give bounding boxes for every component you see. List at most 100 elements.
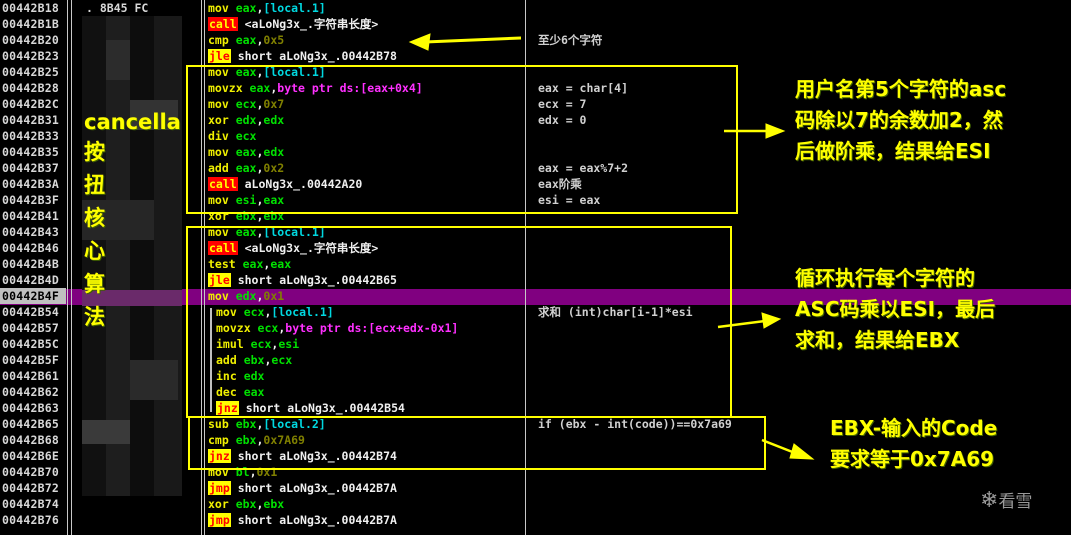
instruction-row[interactable]: mov eax,[local.1]: [208, 224, 326, 240]
instruction-row[interactable]: mov eax,[local.1]: [208, 0, 326, 16]
instruction-row[interactable]: jnz short aLoNg3x_.00442B54: [216, 400, 405, 416]
instruction-row[interactable]: mov eax,[local.1]: [208, 64, 326, 80]
comment-cell[interactable]: esi = eax: [538, 193, 601, 207]
instruction-row[interactable]: cmp eax,0x5: [208, 32, 284, 48]
instruction-row[interactable]: movzx eax,byte ptr ds:[eax+0x4]: [208, 80, 423, 96]
instruction-row[interactable]: jmp short aLoNg3x_.00442B7A: [208, 480, 397, 496]
column-divider[interactable]: [71, 0, 72, 535]
instruction-row[interactable]: mov edx,0x1: [208, 288, 284, 304]
instruction-token: ,: [256, 417, 264, 431]
instruction-row[interactable]: movzx ecx,byte ptr ds:[ecx+edx-0x1]: [216, 320, 458, 336]
instruction-row[interactable]: sub ebx,[local.2]: [208, 416, 326, 432]
instruction-token: ebx: [235, 433, 257, 447]
address-cell[interactable]: 00442B43: [2, 225, 59, 239]
address-cell[interactable]: 00442B3F: [2, 193, 59, 207]
address-cell[interactable]: 00442B63: [2, 401, 59, 415]
instruction-row[interactable]: jle short aLoNg3x_.00442B65: [208, 272, 397, 288]
instruction-row[interactable]: div ecx: [208, 128, 256, 144]
instruction-row[interactable]: mov ecx,[local.1]: [216, 304, 334, 320]
comment-cell[interactable]: eax阶乘: [538, 177, 582, 191]
instruction-row[interactable]: jle short aLoNg3x_.00442B78: [208, 48, 397, 64]
address-cell[interactable]: 00442B68: [2, 433, 59, 447]
address-cell[interactable]: 00442B74: [2, 497, 59, 511]
instruction-row[interactable]: xor edx,edx: [208, 112, 284, 128]
instruction-row[interactable]: call aLoNg3x_.00442A20: [208, 176, 362, 192]
instruction-token: eax: [235, 33, 257, 47]
instruction-row[interactable]: call <aLoNg3x_.字符串长度>: [208, 240, 378, 256]
instruction-row[interactable]: mov ecx,0x7: [208, 96, 284, 112]
instruction-token: eax: [263, 193, 285, 207]
address-cell[interactable]: 00442B20: [2, 33, 59, 47]
instruction-row[interactable]: inc edx: [216, 368, 264, 384]
column-divider[interactable]: [67, 0, 68, 535]
address-column[interactable]: 00442B18 00442B1B 00442B20 00442B23 00442B25…: [0, 0, 66, 535]
comment-column[interactable]: 至少6个字符 eax = char[4] ecx = 7 edx = 0 eax = e…: [530, 0, 1071, 535]
instruction-row[interactable]: jmp short aLoNg3x_.00442B7A: [208, 512, 397, 528]
address-cell[interactable]: 00442B28: [2, 81, 59, 95]
address-cell[interactable]: 00442B4B: [2, 257, 59, 271]
address-cell[interactable]: 00442B5F: [2, 353, 59, 367]
instruction-row[interactable]: xor ebx,ebx: [208, 496, 284, 512]
address-cell[interactable]: 00442B23: [2, 49, 59, 63]
address-cell[interactable]: 00442B1B: [2, 17, 59, 31]
obscured-bytes: [130, 100, 178, 130]
comment-cell[interactable]: 求和 (int)char[i-1]*esi: [538, 305, 693, 319]
comment-cell[interactable]: ecx = 7: [538, 97, 587, 111]
instruction-row[interactable]: add eax,0x2: [208, 160, 284, 176]
comment-cell[interactable]: 至少6个字符: [538, 33, 603, 47]
address-cell[interactable]: 00442B4F: [0, 288, 66, 304]
comment-cell[interactable]: eax = eax%7+2: [538, 161, 629, 175]
address-cell[interactable]: 00442B41: [2, 209, 59, 223]
instruction-token: short aLoNg3x_.00442B7A: [230, 513, 397, 527]
address-cell[interactable]: 00442B62: [2, 385, 59, 399]
obscured-bytes: [106, 40, 130, 80]
column-divider[interactable]: [525, 0, 526, 535]
instruction-row[interactable]: add ebx,ecx: [216, 352, 292, 368]
note-line: 后做阶乘，结果给ESI: [795, 139, 991, 163]
address-cell[interactable]: 00442B3A: [2, 177, 59, 191]
column-divider[interactable]: [204, 0, 205, 535]
instruction-token: mov: [208, 225, 236, 239]
address-cell[interactable]: 00442B65: [2, 417, 59, 431]
instruction-row[interactable]: dec eax: [216, 384, 264, 400]
disassembly-column[interactable]: mov eax,[local.1]call <aLoNg3x_.字符串长度>cm…: [206, 0, 524, 535]
comment-cell[interactable]: if (ebx - int(code))==0x7a69: [538, 417, 732, 431]
address-cell[interactable]: 00442B6E: [2, 449, 59, 463]
address-cell[interactable]: 00442B25: [2, 65, 59, 79]
comment-cell[interactable]: edx = 0: [538, 113, 587, 127]
instruction-row[interactable]: mov eax,edx: [208, 144, 284, 160]
instruction-token: eax: [235, 1, 257, 15]
instruction-row[interactable]: cmp ebx,0x7A69: [208, 432, 305, 448]
address-cell[interactable]: 00442B61: [2, 369, 59, 383]
hex-dump-column[interactable]: [82, 0, 202, 535]
column-divider[interactable]: [201, 0, 202, 535]
address-cell[interactable]: 00442B76: [2, 513, 59, 527]
address-cell[interactable]: 00442B4D: [2, 273, 59, 287]
address-cell[interactable]: 00442B5C: [2, 337, 59, 351]
note-line: 循环执行每个字符的: [795, 266, 975, 290]
address-cell[interactable]: 00442B57: [2, 321, 59, 335]
address-cell[interactable]: 00442B46: [2, 241, 59, 255]
instruction-token: edx: [235, 289, 257, 303]
address-cell[interactable]: 00442B37: [2, 161, 59, 175]
address-cell[interactable]: 00442B18: [2, 1, 59, 15]
address-cell[interactable]: 00442B35: [2, 145, 59, 159]
address-cell[interactable]: 00442B33: [2, 129, 59, 143]
address-cell[interactable]: 00442B54: [2, 305, 59, 319]
instruction-row[interactable]: imul ecx,esi: [216, 336, 299, 352]
instruction-token: ,: [264, 353, 272, 367]
instruction-row[interactable]: mov esi,eax: [208, 192, 284, 208]
comment-cell[interactable]: eax = char[4]: [538, 81, 629, 95]
address-cell[interactable]: 00442B70: [2, 465, 59, 479]
vertical-annotation-char: 算: [84, 272, 105, 296]
instruction-row[interactable]: test eax,eax: [208, 256, 291, 272]
instruction-token: 0x7A69: [263, 433, 305, 447]
address-cell[interactable]: 00442B2C: [2, 97, 59, 111]
instruction-token: mov: [208, 289, 236, 303]
instruction-row[interactable]: jnz short aLoNg3x_.00442B74: [208, 448, 397, 464]
instruction-token: esi: [278, 337, 300, 351]
instruction-row[interactable]: call <aLoNg3x_.字符串长度>: [208, 16, 378, 32]
loop-bracket: [210, 308, 216, 412]
address-cell[interactable]: 00442B72: [2, 481, 59, 495]
address-cell[interactable]: 00442B31: [2, 113, 59, 127]
